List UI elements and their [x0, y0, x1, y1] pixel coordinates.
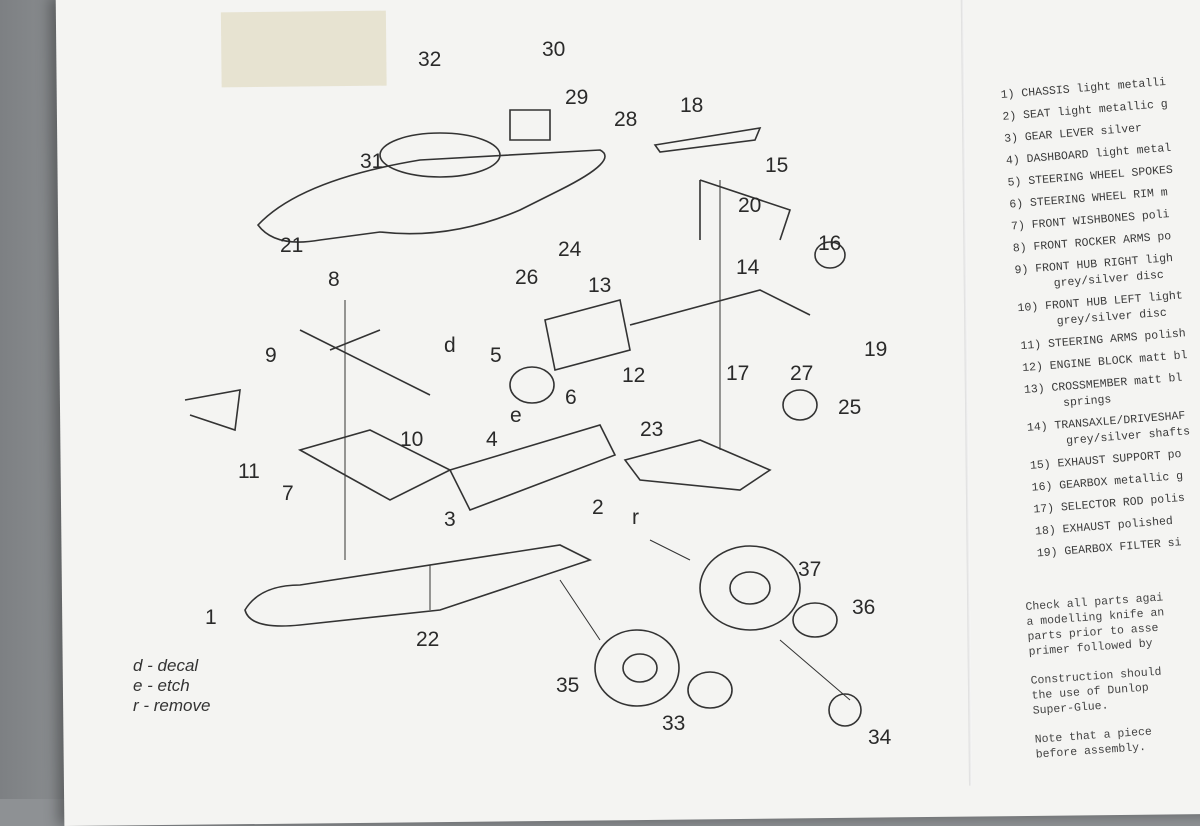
callout-31: 31 [360, 150, 384, 173]
callout-37: 37 [798, 558, 822, 581]
callout-10: 10 [400, 428, 424, 451]
item-number: 9) [1014, 263, 1029, 278]
chassis [244, 544, 593, 627]
exhaust-end [782, 389, 818, 421]
callout-1: 1 [205, 606, 217, 629]
callout-17: 17 [726, 362, 750, 385]
steering-arm [184, 389, 241, 432]
body-shell [256, 149, 606, 243]
gearbox [814, 241, 846, 269]
wing [699, 179, 792, 241]
callout-30: 30 [542, 38, 566, 61]
item-number: 16) [1031, 480, 1053, 495]
item-number: 14) [1026, 420, 1049, 435]
frame [623, 439, 772, 491]
callout-23: 23 [640, 418, 664, 441]
exhaust [653, 126, 762, 153]
callout-27: 27 [790, 362, 814, 385]
item-number: 13) [1023, 382, 1046, 398]
callout-24: 24 [558, 238, 582, 261]
callout-26: 26 [515, 266, 539, 289]
item-number: 10) [1017, 300, 1039, 316]
callout-13: 13 [588, 274, 612, 297]
callout-18: 18 [680, 94, 704, 117]
callout-12: 12 [622, 364, 646, 387]
item-number: 8) [1012, 241, 1028, 256]
callout-32: 32 [418, 48, 442, 71]
rim-33 [687, 671, 733, 709]
item-number: 6) [1008, 197, 1024, 212]
rocker-arm [299, 329, 431, 396]
callout-28: 28 [614, 108, 638, 131]
wheel-insert-34 [828, 693, 862, 727]
callout-19: 19 [864, 338, 888, 361]
rear-rim-36 [792, 602, 838, 638]
seat [448, 424, 617, 512]
item-number: 1) [1000, 87, 1016, 102]
callout-3: 3 [444, 508, 456, 531]
leader-lines [344, 180, 851, 701]
callout-9: 9 [265, 344, 277, 367]
item-number: 11) [1020, 338, 1042, 354]
item-text: GEARBOX FILTER si [1063, 536, 1182, 559]
callout-7: 7 [282, 482, 294, 505]
legend-decal: d - decal [133, 656, 199, 675]
engine-block [544, 299, 631, 371]
item-number: 17) [1032, 502, 1055, 517]
legend-etch: e - etch [133, 676, 190, 695]
callout-6: 6 [565, 386, 577, 409]
item-number: 15) [1029, 458, 1052, 473]
callout-11: 11 [238, 460, 260, 483]
item-number: 19) [1036, 545, 1059, 561]
callout-16: 16 [818, 232, 842, 255]
legend-remove: r - remove [133, 696, 211, 715]
item-number: 2) [1002, 109, 1017, 124]
callout-15: 15 [765, 154, 789, 177]
front-tire-35 [594, 629, 680, 707]
callout-8: 8 [328, 268, 340, 291]
item-number: 5) [1007, 175, 1023, 190]
callout-r: r [632, 506, 639, 529]
callout-22: 22 [416, 628, 440, 651]
crossmember [629, 289, 811, 326]
callout-35: 35 [556, 674, 580, 697]
callout-2: 2 [592, 496, 604, 519]
item-number: 18) [1034, 524, 1057, 539]
item-number: 7) [1010, 219, 1026, 234]
rear-tire-37 [699, 545, 801, 631]
callout-36: 36 [852, 596, 876, 619]
callout-20: 20 [738, 194, 762, 217]
item-number: 12) [1021, 360, 1044, 376]
callout-34: 34 [868, 726, 892, 749]
callout-33: 33 [662, 712, 686, 735]
engine-cover [509, 109, 551, 141]
exploded-view-diagram [184, 109, 862, 727]
item-number: 4) [1005, 153, 1021, 168]
callout-e: e [510, 404, 522, 427]
steering-wheel [509, 366, 555, 404]
callout-4: 4 [486, 428, 498, 451]
callout-21: 21 [280, 234, 304, 257]
callout-25: 25 [838, 396, 862, 419]
item-number: 3) [1003, 131, 1019, 146]
wishbone [297, 429, 452, 501]
callout-5: 5 [490, 344, 502, 367]
windscreen [379, 132, 501, 178]
callout-29: 29 [565, 86, 589, 109]
callout-14: 14 [736, 256, 760, 279]
callout-d: d [444, 334, 456, 357]
legend: d - decal e - etch r - remove [133, 656, 210, 716]
